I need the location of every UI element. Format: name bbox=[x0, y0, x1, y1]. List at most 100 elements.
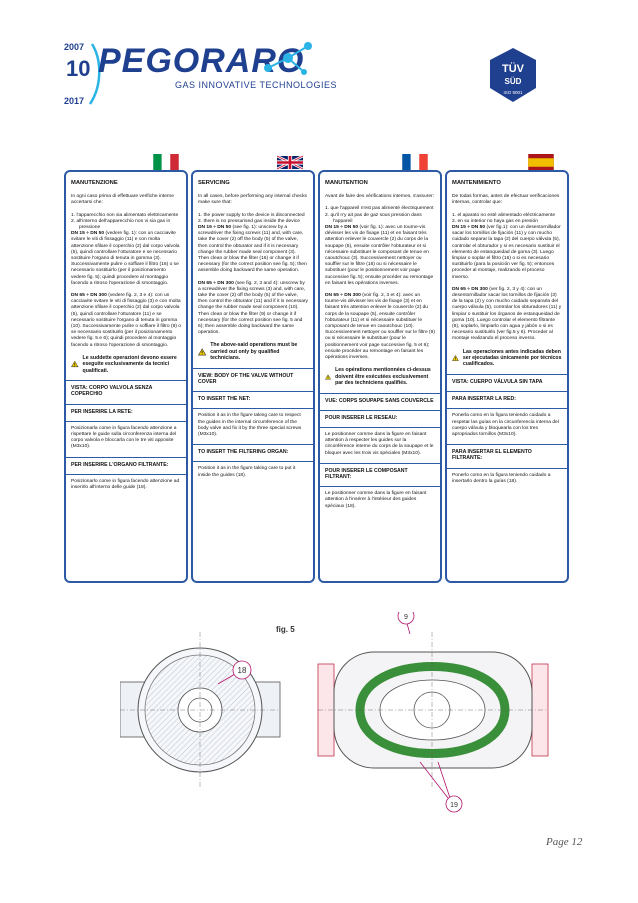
check-item: 1. the power supply to the device is dis… bbox=[198, 212, 305, 218]
organ-text: Position it as in the figure taking care… bbox=[198, 466, 296, 478]
callout-9: 9 bbox=[404, 614, 408, 621]
divider bbox=[66, 380, 186, 382]
dn-small-instructions: DN 15 ÷ DN 50 (see fig. 1): unscrew by a… bbox=[198, 225, 308, 275]
warning-text: Les opérations mentionnées ci-dessus doi… bbox=[335, 367, 431, 387]
dn-small-instructions: DN 15 ÷ DN 50 (voir fig. 1): avec un tou… bbox=[325, 225, 435, 287]
column-es: MANTENIMIENTO De todas formas, antes de … bbox=[445, 170, 569, 583]
view-title: VISTA: CUERPO VÁLVULA SIN TAPA bbox=[452, 378, 543, 385]
dn-large-text: (ver fig. 2, 3 y 4): con un desentornill… bbox=[452, 286, 562, 342]
warning-icon bbox=[325, 374, 332, 380]
dn-large-text: (voir fig. 2, 3 et 4): avec un tourne-vi… bbox=[325, 293, 435, 361]
warning-text: Le suddette operazioni devono essere ese… bbox=[82, 354, 177, 374]
warning-icon bbox=[452, 355, 459, 362]
section-title: MANTENIMIENTO bbox=[452, 180, 501, 186]
net-title: TO INSERT THE NET: bbox=[198, 396, 251, 403]
badge-year-top: 2007 bbox=[64, 42, 84, 52]
valve-body-front-view bbox=[120, 632, 281, 788]
brand-logo: PEGORARO bbox=[98, 42, 305, 80]
divider bbox=[447, 391, 567, 393]
warning-text: Las operaciones antes indicadas deben se… bbox=[462, 348, 562, 368]
figure-label: fig. 5 bbox=[276, 625, 295, 634]
organ-text: Ponerlo como en la figura teniendo cuida… bbox=[452, 472, 551, 484]
dn-large-instructions: DN 65 ÷ DN 300 (voir fig. 2, 3 et 4): av… bbox=[325, 293, 435, 361]
molecule-icon bbox=[264, 42, 312, 75]
net-title: PARA INSERTAR LA RED: bbox=[452, 396, 516, 403]
check-item: 1. que l'appareil n'est pas alimenté éle… bbox=[325, 206, 434, 212]
badge-year-bottom: 2017 bbox=[64, 96, 84, 106]
intro-text: De todas formas, antes de efectuar verif… bbox=[452, 194, 560, 206]
brand-tagline: GAS INNOVATIVE TECHNOLOGIES bbox=[175, 80, 338, 90]
net-text: Ponerla como en la figura teniendo cuida… bbox=[452, 413, 559, 437]
net-text: Le positionner comme dans la figure en f… bbox=[325, 431, 434, 456]
dn-small-text: (vedere fig. 1): con un cacciavite svita… bbox=[71, 231, 180, 286]
cert-bottom: ISO 9001 bbox=[503, 90, 523, 95]
warning-block: The above-said operations must be carrie… bbox=[198, 342, 308, 361]
view-title: VISTA: CORPO VALVOLA SENZA COPERCHIO bbox=[71, 385, 153, 398]
spain-flag-icon bbox=[528, 154, 554, 171]
dn-small-heading: DN 15 ÷ DN 50 bbox=[71, 231, 105, 237]
organ-text: Le positionner comme dans la figure en f… bbox=[325, 491, 427, 509]
france-flag-icon bbox=[402, 154, 428, 171]
dn-large-text: (vedere fig. 2, 3 e 4): con un cacciavit… bbox=[71, 293, 181, 348]
dn-large-instructions: DN 65 ÷ DN 300 (ver fig. 2, 3 y 4): con … bbox=[452, 287, 562, 343]
dn-large-text: (see fig. 2, 3 and 4): unscrew by a scre… bbox=[198, 280, 309, 336]
divider bbox=[447, 408, 567, 410]
divider bbox=[193, 444, 313, 446]
dn-small-text: (ver fig.1): con un desentornillador sac… bbox=[452, 225, 561, 280]
divider bbox=[447, 444, 567, 446]
column-it: MANUTENZIONE In ogni caso prima di effet… bbox=[64, 170, 188, 583]
warning-text: The above-said operations must be carrie… bbox=[210, 342, 298, 362]
dn-large-heading: DN 65 ÷ DN 300 bbox=[452, 286, 488, 292]
uk-flag-icon bbox=[277, 154, 303, 171]
dn-small-heading: DN 15 ÷ DN 50 bbox=[452, 225, 486, 231]
check-item: 2. there is no pressurised gas inside th… bbox=[198, 218, 300, 224]
cert-top: TÜV bbox=[502, 62, 525, 75]
organ-title: TO INSERT THE FILTERING ORGAN: bbox=[198, 449, 289, 456]
organ-title: PARA INSERTAR EL ELEMENTO FILTRANTE: bbox=[452, 449, 532, 462]
check-item: 1. el aparato no esté alimentado eléctri… bbox=[452, 212, 556, 218]
check-item: 2. qu'il n'y ait pas de gaz sous pressio… bbox=[325, 212, 422, 224]
net-title: POUR INSERER LE RESEAU: bbox=[325, 414, 398, 421]
intro-text: In all cases, before performing any inte… bbox=[198, 194, 308, 206]
divider bbox=[66, 403, 186, 405]
intro-text: In ogni caso prima di effettuare verific… bbox=[71, 194, 174, 206]
dn-small-text: (voir fig. 1): avec un tourne-vis déviss… bbox=[325, 225, 434, 286]
check-item: 1. l'apparecchio non sia alimentato elet… bbox=[71, 212, 179, 218]
badge-number: 10 bbox=[66, 56, 90, 81]
cert-mid: SÜD bbox=[505, 77, 522, 86]
divider bbox=[447, 373, 567, 375]
net-text: Position it as in the figure taking care… bbox=[198, 413, 302, 437]
section-title: SERVICING bbox=[198, 180, 230, 186]
dn-large-instructions: DN 65 ÷ DN 300 (see fig. 2, 3 and 4): un… bbox=[198, 281, 308, 337]
divider bbox=[193, 391, 313, 393]
page-number: Page 12 bbox=[546, 836, 582, 848]
intro-text: Avant de faire des vérifications interne… bbox=[325, 194, 435, 200]
organ-text: Posizionarlo come in figura facendo atte… bbox=[71, 478, 180, 490]
net-title: PER INSERIRE LA RETE: bbox=[71, 408, 133, 415]
warning-block: Las operaciones antes indicadas deben se… bbox=[452, 349, 562, 368]
divider bbox=[320, 426, 440, 428]
warning-icon bbox=[198, 348, 207, 356]
divider bbox=[447, 467, 567, 469]
italy-flag-icon bbox=[153, 154, 179, 171]
callout-18: 18 bbox=[238, 666, 247, 675]
callout-19: 19 bbox=[450, 802, 458, 809]
warning-block: Le suddette operazioni devono essere ese… bbox=[71, 355, 181, 374]
divider bbox=[193, 367, 313, 369]
divider bbox=[320, 392, 440, 394]
dn-small-text: (see fig. 1): unscrew by a screwdriver t… bbox=[198, 225, 307, 274]
divider bbox=[193, 461, 313, 463]
divider bbox=[193, 408, 313, 410]
valve-body-diagram: 18 9 19 bbox=[120, 612, 549, 813]
dn-large-heading: DN 65 ÷ DN 300 bbox=[198, 280, 234, 286]
column-en: SERVICING In all cases, before performin… bbox=[191, 170, 315, 583]
divider bbox=[320, 486, 440, 488]
warning-block: Les opérations mentionnées ci-dessus doi… bbox=[325, 367, 435, 386]
dn-large-instructions: DN 65 ÷ DN 300 (vedere fig. 2, 3 e 4): c… bbox=[71, 293, 181, 349]
check-item: 2. en su interior no haya gas en presión bbox=[452, 218, 538, 224]
divider bbox=[320, 462, 440, 464]
warning-icon bbox=[71, 361, 79, 368]
dn-large-heading: DN 65 ÷ DN 300 bbox=[325, 293, 361, 299]
dn-small-heading: DN 15 ÷ DN 50 bbox=[325, 225, 359, 231]
page-number-value: 12 bbox=[571, 836, 583, 848]
